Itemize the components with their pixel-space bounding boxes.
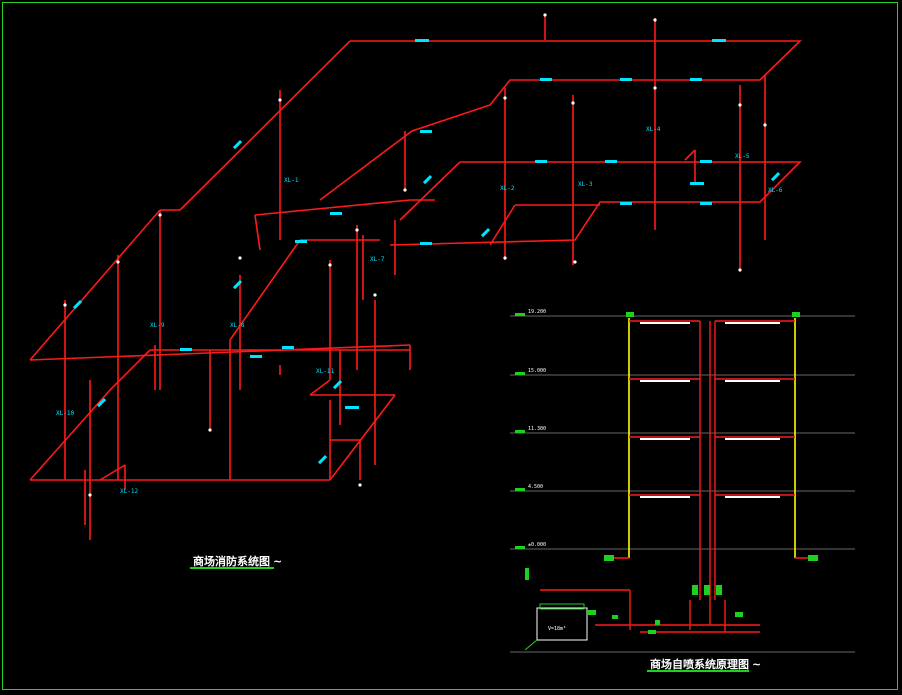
fire-system-title-text: 商场消防系统图 xyxy=(193,555,270,568)
sprinkler-system-title-text: 商场自喷系统原理图 xyxy=(650,658,749,671)
svg-text:XL-6: XL-6 xyxy=(768,187,783,194)
riser-labels: XL-1 XL-2 XL-3 XL-4 XL-5 XL-6 XL-7 XL-8 … xyxy=(56,126,783,495)
floor-lines xyxy=(510,315,855,653)
fire-system-isometric xyxy=(29,15,802,540)
floor-level-labels: 19.200 15.000 11.300 4.500 ±0.000 xyxy=(528,309,546,548)
svg-text:XL-12: XL-12 xyxy=(120,488,138,495)
sprinkler-nozzles xyxy=(640,322,780,498)
svg-text:XL-4: XL-4 xyxy=(646,126,661,133)
svg-text:XL-9: XL-9 xyxy=(150,322,165,329)
svg-text:XL-1: XL-1 xyxy=(284,177,299,184)
water-tank xyxy=(524,603,588,651)
sprinkler-branches xyxy=(540,320,812,633)
valve-markers xyxy=(63,13,767,497)
svg-text:4.500: 4.500 xyxy=(528,484,543,490)
svg-text:XL-5: XL-5 xyxy=(735,153,750,160)
sprinkler-system-title: 商场自喷系统原理图~ xyxy=(650,656,761,672)
svg-text:XL-8: XL-8 xyxy=(230,322,245,329)
svg-text:XL-10: XL-10 xyxy=(56,410,74,417)
level-markers xyxy=(515,313,525,549)
svg-text:XL-2: XL-2 xyxy=(500,185,515,192)
sprinkler-system-title-underline xyxy=(647,670,749,672)
sprinkler-system-title-suffix: ~ xyxy=(752,658,762,671)
svg-text:XL-7: XL-7 xyxy=(370,256,385,263)
tank-volume-label: V=18m³ xyxy=(548,626,566,632)
sprinkler-risers xyxy=(628,318,796,558)
fire-system-title-suffix: ~ xyxy=(273,555,283,568)
svg-text:11.300: 11.300 xyxy=(528,426,546,432)
sprinkler-heads xyxy=(525,312,818,634)
fire-system-title-underline xyxy=(190,567,274,569)
svg-text:±0.000: ±0.000 xyxy=(528,542,546,548)
pipe-size-labels xyxy=(72,39,781,465)
svg-text:19.200: 19.200 xyxy=(528,309,546,315)
fire-system-title: 商场消防系统图~ xyxy=(193,553,282,569)
svg-text:XL-11: XL-11 xyxy=(316,368,334,375)
svg-text:15.000: 15.000 xyxy=(528,368,546,374)
svg-text:XL-3: XL-3 xyxy=(578,181,593,188)
